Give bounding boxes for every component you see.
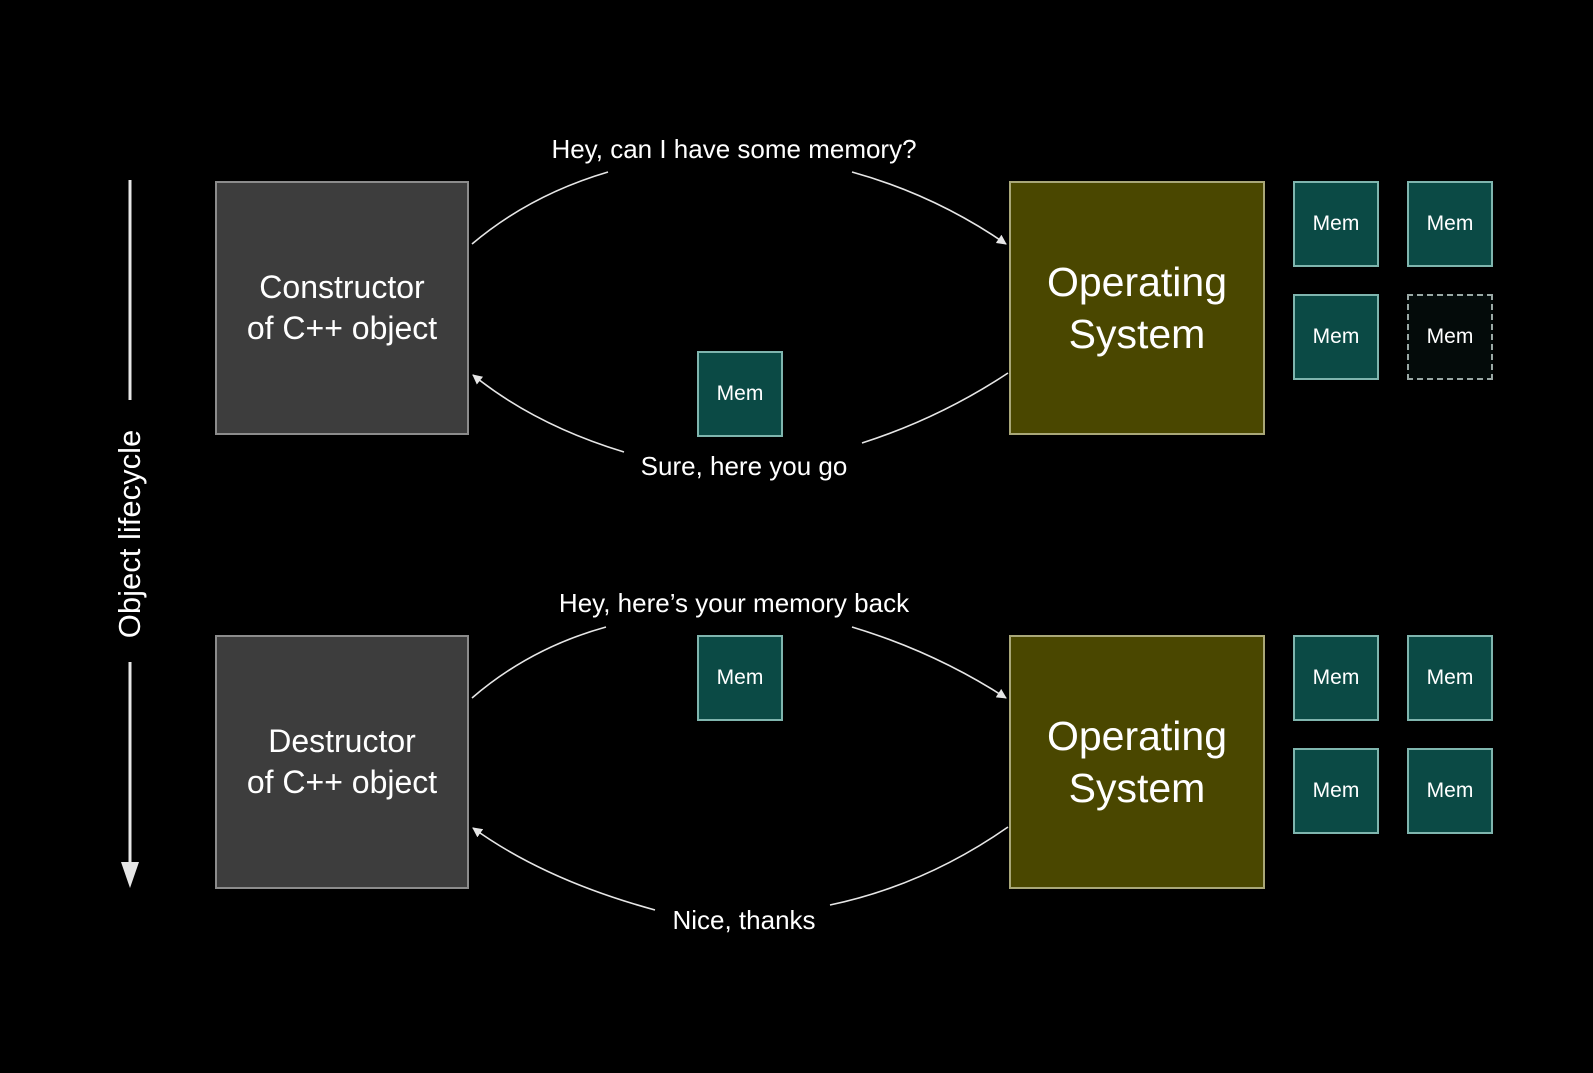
top-os-empty-memory-slot: Mem	[1407, 294, 1493, 380]
bottom-response-arrow-right	[829, 826, 1009, 906]
bottom-os-memory-block: Mem	[1293, 748, 1379, 834]
lifecycle-arrowhead	[121, 862, 139, 888]
constructor-label: Constructor of C++ object	[246, 269, 438, 346]
top-request-arrow-left	[471, 171, 609, 245]
bottom-request-arrow-left	[471, 626, 607, 699]
bottom-transfer-memory-block: Mem	[697, 635, 783, 721]
destructor-box: Destructor of C++ object	[215, 635, 469, 889]
top-os-memory-block: Mem	[1293, 181, 1379, 267]
bottom-os-memory-block: Mem	[1293, 635, 1379, 721]
bottom-os-memory-block: Mem	[1407, 748, 1493, 834]
bottom-os-memory-block: Mem	[1407, 635, 1493, 721]
top-transfer-memory-block: Mem	[697, 351, 783, 437]
top-response-message: Sure, here you go	[640, 451, 848, 481]
top-os-memory-block: Mem	[1407, 181, 1493, 267]
destructor-label: Destructor of C++ object	[246, 723, 438, 800]
top-os-memory-block: Mem	[1293, 294, 1379, 380]
top-response-arrow-left	[472, 374, 625, 453]
bottom-response-arrow-left	[472, 827, 656, 911]
top-request-message: Hey, can I have some memory?	[551, 134, 917, 164]
top-os-label: Operating System	[1046, 259, 1228, 357]
top-request-arrow-right	[851, 171, 1007, 245]
constructor-box: Constructor of C++ object	[215, 181, 469, 435]
bottom-os-box: Operating System	[1009, 635, 1265, 889]
bottom-response-message: Nice, thanks	[672, 905, 816, 935]
lifecycle-label: Object lifecycle	[112, 429, 147, 639]
bottom-request-arrow-right	[851, 626, 1007, 699]
bottom-request-message: Hey, here’s your memory back	[558, 588, 910, 618]
top-os-box: Operating System	[1009, 181, 1265, 435]
bottom-os-label: Operating System	[1046, 713, 1228, 811]
top-response-arrow-right	[861, 372, 1009, 444]
